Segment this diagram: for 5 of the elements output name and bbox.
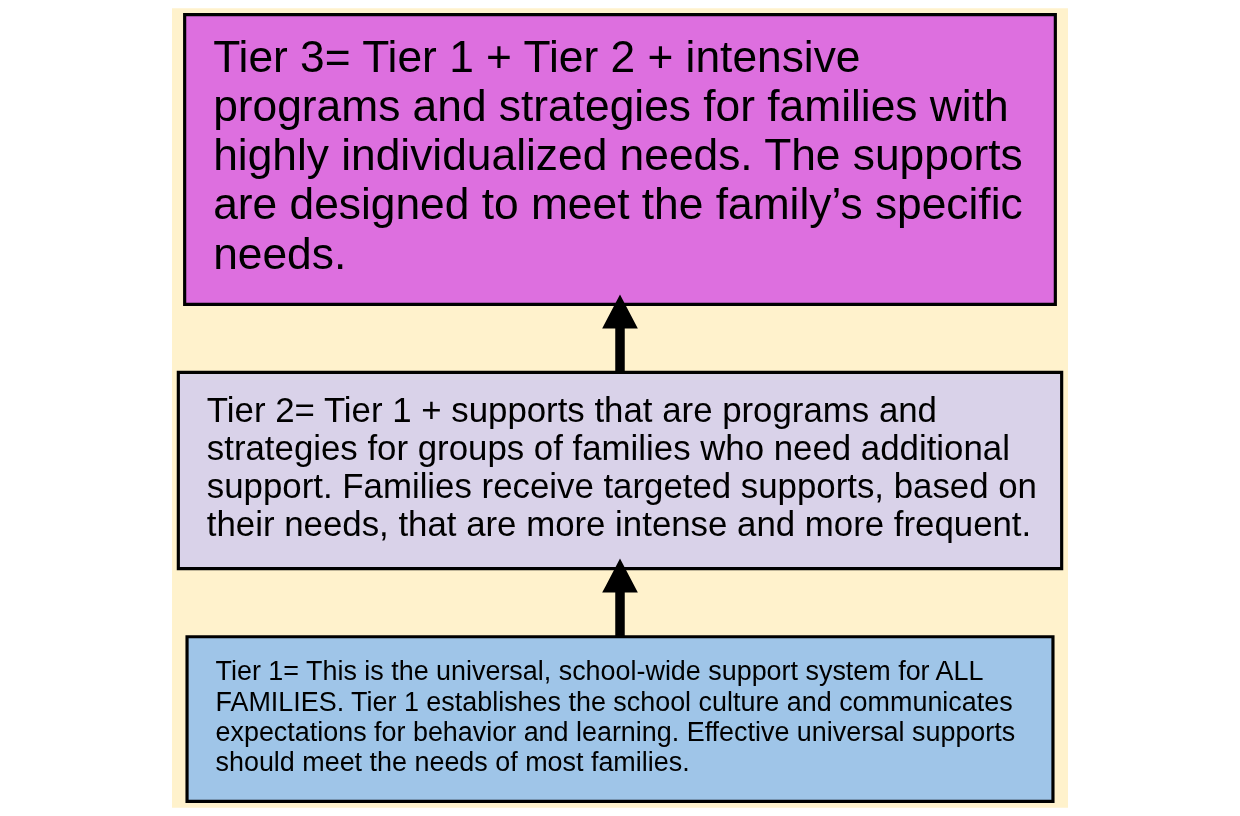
node-box: Tier 1= This is the universal, school-wide support system for ALL FAMILIES. Tier 1 establishes the school culture and communicates expectations for behavior and learning. Effective universal supports should meet the needs of most families. [185, 635, 1055, 803]
node-box: Tier 2= Tier 1 + supports that are programs and strategies for groups of families who need additional support. Families receive targeted supports, based on their needs, that are more intense and more frequent. [176, 370, 1064, 571]
arrow [602, 558, 638, 637]
node-box: Tier 3= Tier 1 + Tier 2 + intensive programs and strategies for families with highly individualized needs. The supports are designed to meet the family’s specific needs. [183, 13, 1057, 306]
arrow [602, 294, 638, 373]
